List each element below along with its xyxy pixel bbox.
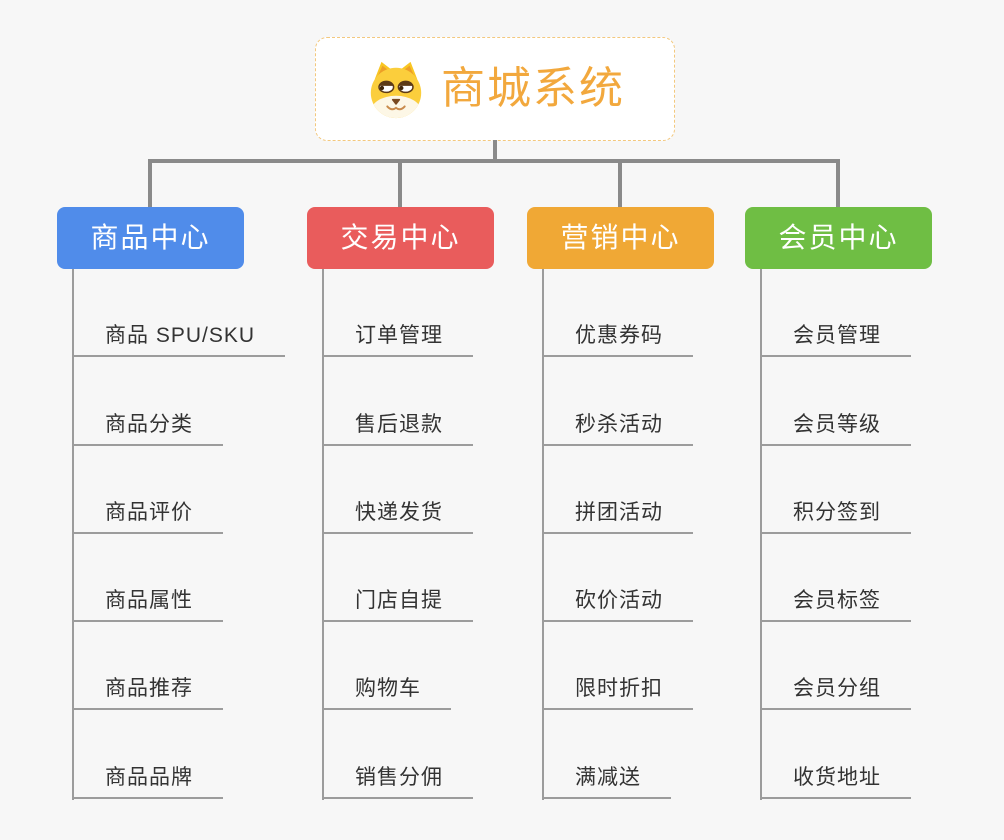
connector-trunk (72, 269, 74, 800)
child-node[interactable]: 售后退款 (322, 357, 473, 446)
child-node[interactable]: 商品 SPU/SKU (72, 269, 286, 358)
child-node[interactable]: 销售分佣 (322, 710, 473, 799)
child-node[interactable]: 门店自提 (322, 534, 473, 623)
branch-node[interactable]: 交易中心 (307, 207, 494, 269)
child-node[interactable]: 商品推荐 (72, 622, 223, 711)
child-node[interactable]: 砍价活动 (542, 534, 693, 623)
branch-node[interactable]: 会员中心 (745, 207, 932, 269)
child-node[interactable]: 商品分类 (72, 357, 223, 446)
branch-children: 会员管理会员等级积分签到会员标签会员分组收货地址 (760, 269, 911, 799)
child-node[interactable]: 商品品牌 (72, 710, 223, 799)
branch-4: 会员中心 会员管理会员等级积分签到会员标签会员分组收货地址 (745, 159, 1004, 819)
branch-label: 营销中心 (560, 222, 681, 253)
connector-horizontal-bar (148, 159, 840, 163)
branch-children: 优惠券码秒杀活动拼团活动砍价活动限时折扣满减送 (542, 269, 693, 799)
child-node[interactable]: 限时折扣 (542, 622, 693, 711)
connector-branch-drop (398, 159, 402, 208)
child-node[interactable]: 商品评价 (72, 446, 223, 534)
branch-label: 交易中心 (340, 222, 461, 253)
child-node[interactable]: 会员分组 (760, 622, 911, 711)
child-node[interactable]: 拼团活动 (542, 446, 693, 534)
child-node[interactable]: 满减送 (542, 710, 671, 799)
connector-root-drop (493, 140, 497, 161)
branch-label: 会员中心 (778, 222, 899, 253)
child-node[interactable]: 收货地址 (760, 710, 911, 799)
branch-3: 营销中心 优惠券码秒杀活动拼团活动砍价活动限时折扣满减送 (527, 159, 787, 819)
connector-branch-drop (618, 159, 622, 208)
child-node[interactable]: 秒杀活动 (542, 357, 693, 446)
child-node[interactable]: 会员标签 (760, 534, 911, 623)
child-node[interactable]: 购物车 (322, 622, 451, 711)
branch-label: 商品中心 (90, 222, 211, 253)
child-node[interactable]: 优惠券码 (542, 269, 693, 358)
child-node[interactable]: 会员管理 (760, 269, 911, 358)
branch-children: 订单管理售后退款快递发货门店自提购物车销售分佣 (322, 269, 473, 799)
connector-trunk (322, 269, 324, 800)
root-node[interactable]: 商城系统 (315, 37, 675, 141)
child-node[interactable]: 积分签到 (760, 446, 911, 534)
root-title: 商城系统 (441, 64, 625, 113)
branch-node[interactable]: 商品中心 (57, 207, 244, 269)
connector-branch-drop (148, 159, 152, 208)
branch-2: 交易中心 订单管理售后退款快递发货门店自提购物车销售分佣 (307, 159, 567, 819)
child-node[interactable]: 会员等级 (760, 357, 911, 446)
connector-branch-drop (836, 159, 840, 208)
branch-node[interactable]: 营销中心 (527, 207, 714, 269)
connector-trunk (542, 269, 544, 800)
dog-face-icon (370, 61, 422, 119)
connector-trunk (760, 269, 762, 800)
child-node[interactable]: 快递发货 (322, 446, 473, 534)
child-node[interactable]: 订单管理 (322, 269, 473, 358)
child-node[interactable]: 商品属性 (72, 534, 223, 623)
